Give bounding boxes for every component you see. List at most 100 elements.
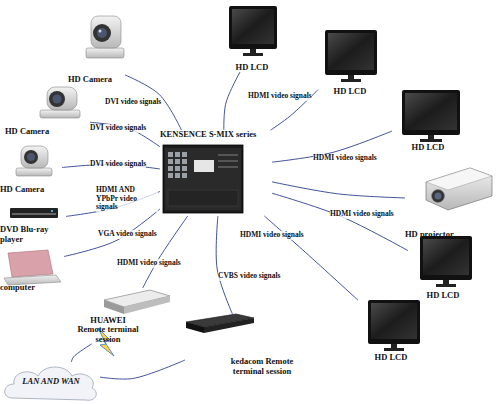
panel-button [175, 166, 180, 171]
lcd-base [420, 139, 442, 142]
camera-lens-glass [97, 28, 107, 38]
switcher-panel [165, 148, 241, 210]
lcd-screen [232, 9, 274, 44]
device-label: DVD Blu-ray player [0, 225, 62, 244]
signal-label: HDMI video signals [330, 210, 394, 219]
device-label: HD LCD [412, 143, 445, 152]
device-node: HD LCD [358, 298, 424, 362]
camera-illustration [86, 16, 124, 58]
lcd-illustration [402, 90, 460, 142]
panel-vent [218, 160, 238, 162]
player-body [10, 208, 58, 218]
camera-lens-glass [27, 153, 35, 161]
lcd-illustration [229, 6, 277, 56]
panel-vent [218, 154, 238, 156]
signal-label: DVI video signals [105, 98, 161, 107]
lcd-illustration [420, 236, 472, 287]
lcd-screen [423, 239, 469, 275]
signal-label: DVI video signals [90, 124, 146, 133]
signal-cable [272, 193, 408, 250]
laptop-lid [8, 250, 53, 277]
device-node: LAN AND WAN [2, 362, 100, 402]
signal-label: DVI video signals [90, 160, 146, 169]
lcd-frame [368, 300, 420, 344]
panel-button [168, 159, 173, 164]
terminal-front [186, 322, 204, 333]
device-node: HD projector [405, 165, 495, 239]
dvd-player-illustration [10, 208, 58, 218]
projector-illustration [426, 168, 492, 210]
signal-label: VGA video signals [98, 230, 157, 239]
lcd-frame [325, 30, 377, 75]
signal-cable [224, 72, 240, 130]
device-node: HUAWEI Remote terminal session [76, 288, 176, 344]
device-node: HD LCD [222, 2, 282, 72]
terminal-side [204, 318, 254, 333]
network-cloud [5, 367, 97, 400]
device-label: LAN AND WAN [22, 377, 79, 386]
lcd-base [436, 284, 456, 287]
lcd-base [384, 348, 404, 351]
laptop-illustration [4, 250, 61, 285]
signal-cable [272, 131, 392, 162]
panel-button [175, 159, 180, 164]
matrix-switcher-illustration [163, 145, 243, 213]
camera-lens [49, 91, 65, 107]
device-label: KENSENCE S-MIX series [160, 130, 256, 139]
device-label: HD projector [405, 230, 454, 239]
device-node: HD Camera [0, 142, 62, 194]
camera-illustration [16, 146, 52, 176]
connector-group [62, 72, 408, 379]
camera-lens-glass [53, 95, 62, 104]
lcd-screen [371, 303, 417, 339]
terminal-illustration [186, 314, 254, 333]
projector-lens-glass [435, 193, 442, 200]
signal-cable [71, 344, 91, 362]
lcd-illustration [325, 30, 377, 82]
device-node: HD Camera [5, 84, 90, 136]
device-label: computer [0, 283, 35, 292]
lcd-stand [428, 135, 434, 139]
device-node: KENSENCE S-MIX series [160, 130, 272, 216]
player-light [51, 210, 53, 212]
device-node: HD LCD [392, 88, 464, 152]
projector-lens [432, 190, 445, 203]
lcd-base [341, 79, 361, 82]
signal-label: HDMI video signals [117, 259, 181, 268]
switcher-chassis [163, 145, 243, 213]
terminal-illustration [104, 290, 170, 314]
lcd-illustration [368, 300, 420, 351]
lcd-stand [391, 344, 397, 348]
camera-base [40, 110, 80, 118]
lens-highlight [99, 30, 102, 33]
lcd-screen [405, 93, 457, 130]
device-label: HD Camera [68, 75, 112, 84]
device-node: HD Camera [55, 10, 125, 84]
device-label: HD Camera [0, 185, 44, 194]
camera-base [86, 48, 124, 58]
projector-top [426, 168, 492, 190]
device-node: HD LCD [408, 234, 478, 300]
device-label: HUAWEI Remote terminal session [76, 316, 140, 344]
panel-button [168, 166, 173, 171]
lcd-frame [420, 236, 472, 280]
lcd-frame [229, 6, 277, 49]
device-label: HD Camera [5, 127, 49, 136]
camera-illustration [40, 87, 80, 118]
panel-button [168, 173, 173, 178]
button-grid [168, 152, 187, 178]
player-tray [12, 213, 56, 215]
signal-cable [143, 216, 188, 288]
camera-base [16, 168, 52, 176]
device-label: HD LCD [375, 353, 408, 362]
signal-label: HDMI video signals [313, 154, 377, 163]
camera-lens [24, 150, 38, 164]
device-node: computer [0, 248, 64, 292]
lcd-screen [328, 33, 374, 70]
panel-button [182, 166, 187, 171]
panel-button [175, 152, 180, 157]
device-node: HD LCD [318, 28, 382, 96]
